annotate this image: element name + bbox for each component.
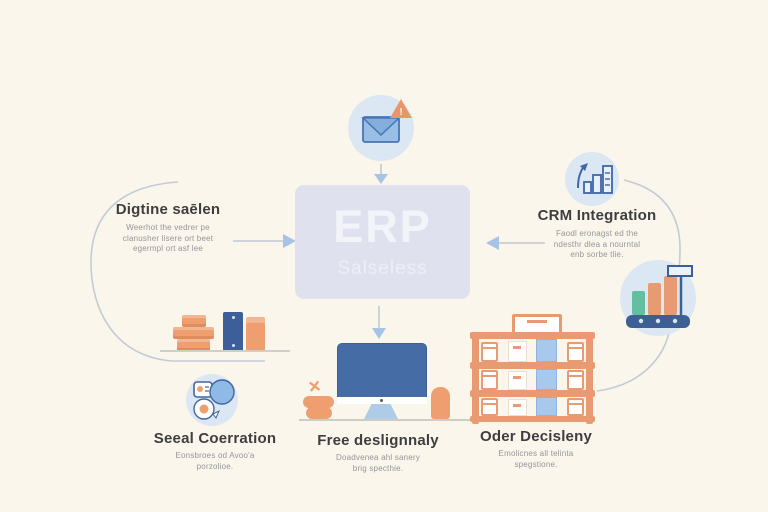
inventory-boxes-icon bbox=[170, 312, 272, 352]
social-node-desc-line1: Eonsbroes od Avoo'a bbox=[175, 451, 255, 460]
left-node-desc-line2: clanusher lisere ort beet bbox=[122, 233, 214, 243]
desk-line bbox=[299, 419, 489, 421]
order-node-desc-line2: spegstione. bbox=[514, 459, 558, 469]
desk-node-desc-line2: brig specthie. bbox=[352, 463, 404, 473]
warehouse-leg-left bbox=[472, 332, 479, 424]
crate-mid bbox=[173, 327, 214, 339]
growth-bars-icon bbox=[626, 265, 693, 328]
crm-node-title: CRM Integration bbox=[537, 207, 657, 224]
monitor-stand bbox=[364, 404, 398, 419]
white-box-icon bbox=[507, 399, 527, 416]
warehouse-shelf-mid bbox=[470, 362, 595, 369]
desk-node-desc: Doadvenea ahl sanery brig specthie. bbox=[293, 453, 463, 474]
blue-box-icon bbox=[536, 369, 558, 390]
desk-node: Free deslignnaly Doadvenea ahl sanery br… bbox=[293, 432, 463, 474]
orange-cylinder bbox=[431, 387, 450, 419]
crate-small bbox=[182, 315, 206, 327]
shelf-line bbox=[160, 350, 290, 352]
warehouse-row-1 bbox=[479, 339, 586, 362]
conveyor-growth-icon bbox=[620, 260, 696, 336]
social-node-desc: Eonsbroes od Avoo'a porzolioe. bbox=[130, 451, 300, 472]
jar-icon bbox=[566, 370, 584, 390]
erp-subtitle: Salseless bbox=[337, 258, 428, 279]
left-node-desc: Weerhot the vedrer pe clanusher lisere o… bbox=[83, 223, 253, 255]
white-box-icon bbox=[507, 341, 527, 362]
bar-chart-up-icon bbox=[577, 163, 613, 194]
warehouse-base bbox=[470, 416, 595, 422]
crate-bottom bbox=[177, 339, 210, 351]
erp-down-arrow-head bbox=[372, 328, 386, 339]
warning-triangle-icon: ! bbox=[390, 99, 412, 118]
social-node: Seeal Coerration Eonsbroes od Avoo'a por… bbox=[130, 430, 300, 472]
chat-bubbles-icon bbox=[186, 374, 238, 426]
order-node: Oder Decisleny Emolicnes all telinta spe… bbox=[451, 428, 621, 470]
orange-stack-top bbox=[303, 396, 334, 408]
erp-title: ERP bbox=[333, 201, 432, 252]
jar-icon bbox=[481, 342, 498, 362]
warehouse-row-3 bbox=[479, 397, 586, 416]
social-node-title: Seeal Coerration bbox=[153, 430, 277, 447]
warehouse-shelf-low bbox=[470, 390, 595, 397]
jar-icon bbox=[566, 398, 584, 416]
order-node-desc: Emolicnes all telinta spegstione. bbox=[451, 449, 621, 470]
monitor-bezel bbox=[337, 397, 427, 404]
crm-node-desc-line1: Faodl eronagst ed the bbox=[555, 229, 639, 238]
crm-node-desc-line3: enb sorbe tlie. bbox=[570, 250, 624, 259]
right-arrow-head bbox=[486, 236, 499, 250]
white-box-icon bbox=[507, 371, 527, 390]
blue-box-icon bbox=[536, 397, 558, 416]
jar-icon bbox=[481, 370, 498, 390]
orange-stack-bottom bbox=[306, 407, 332, 419]
crm-chart-icon bbox=[565, 152, 619, 206]
order-node-desc-line1: Emolicnes all telinta bbox=[498, 449, 574, 458]
warehouse-leg-right bbox=[586, 332, 593, 424]
crm-node-desc-line2: ndesthr dlea a nourntal bbox=[553, 239, 641, 249]
order-node-title: Oder Decisleny bbox=[479, 428, 593, 445]
jar-icon bbox=[566, 342, 584, 362]
envelope-icon bbox=[361, 116, 401, 143]
erp-center-box: ERP Salseless bbox=[295, 185, 470, 299]
close-x-icon: ✕ bbox=[306, 378, 323, 397]
speech-bubbles-icon bbox=[193, 379, 235, 420]
blue-box-icon bbox=[536, 339, 558, 362]
crm-node-desc: Faodl eronagst ed the ndesthr dlea a nou… bbox=[512, 229, 682, 261]
email-arrow-head bbox=[374, 174, 388, 184]
warehouse-row-2 bbox=[479, 369, 586, 390]
warehouse-shelves-icon bbox=[470, 314, 595, 424]
desk-node-desc-line1: Doadvenea ahl sanery bbox=[335, 453, 421, 462]
left-node: Digtine saēlen Weerhot the vedrer pe cla… bbox=[83, 201, 253, 255]
left-node-title: Digtine saēlen bbox=[115, 201, 221, 218]
warehouse-shelf-top bbox=[470, 332, 595, 339]
crm-node: CRM Integration Faodl eronagst ed the nd… bbox=[512, 207, 682, 261]
left-node-desc-line3: egermpl ort asf lee bbox=[132, 244, 204, 253]
jar-icon bbox=[481, 398, 498, 416]
desk-node-title: Free deslignnaly bbox=[317, 432, 439, 449]
social-node-desc-line2: porzolioe. bbox=[196, 461, 234, 471]
tall-blue-box bbox=[223, 312, 243, 351]
left-node-desc-line1: Weerhot the vedrer pe bbox=[126, 223, 210, 232]
warning-glyph: ! bbox=[399, 107, 402, 118]
monitor-screen bbox=[337, 343, 427, 399]
tall-orange-box bbox=[246, 317, 265, 351]
